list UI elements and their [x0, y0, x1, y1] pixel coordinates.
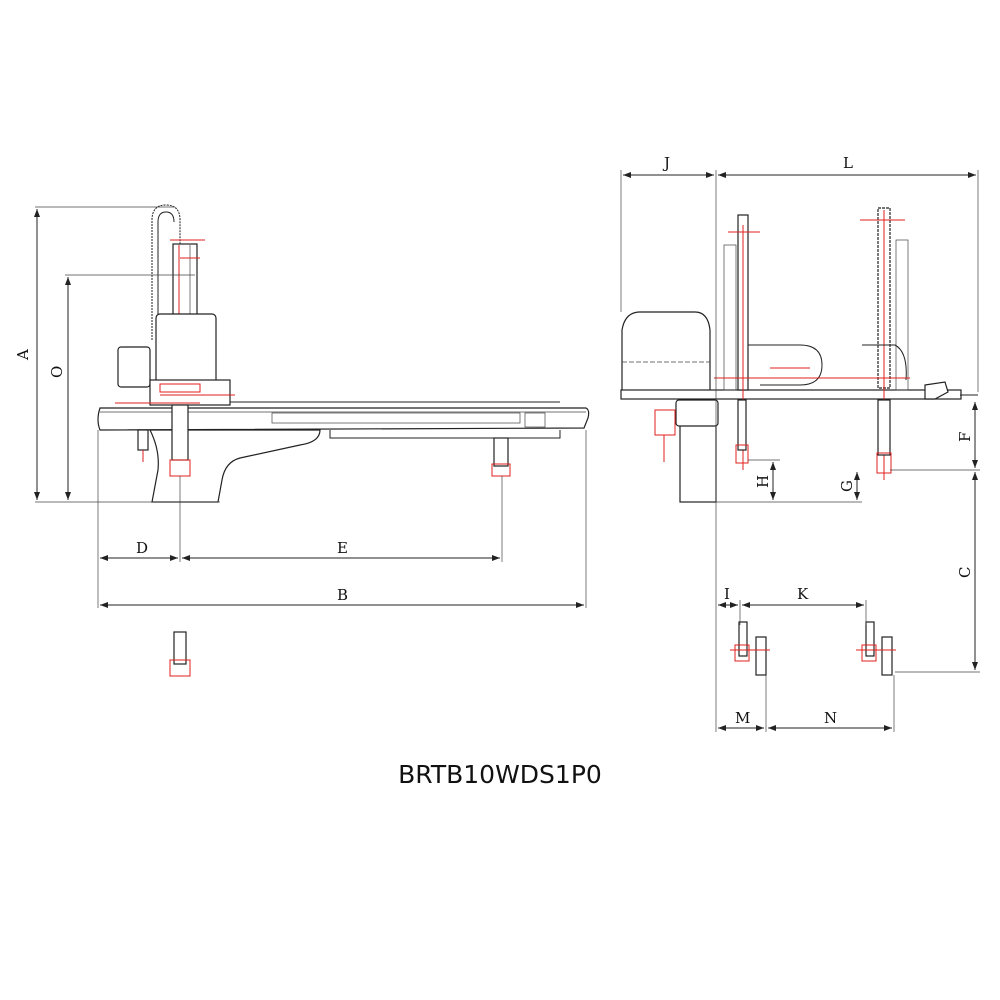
dim-label-c: C — [956, 567, 974, 578]
dim-label-i: I — [724, 585, 730, 603]
dim-label-f: F — [956, 432, 974, 442]
dim-label-k: K — [797, 585, 809, 603]
side-view-dimensions: A O D E B — [14, 206, 587, 608]
dim-label-h: H — [754, 475, 772, 488]
dim-label-j: J — [662, 154, 670, 172]
dim-label-g: G — [838, 480, 856, 492]
side-view — [97, 204, 590, 677]
dim-label-o: O — [48, 366, 66, 378]
dim-label-e: E — [337, 539, 348, 557]
dim-label-b: B — [337, 586, 348, 604]
dim-label-a: A — [14, 349, 32, 361]
front-view-dimensions: J L F C H G I K M N — [620, 154, 980, 732]
model-title: BRTB10WDS1P0 — [398, 760, 602, 789]
dim-label-m: M — [735, 709, 750, 727]
dim-label-n: N — [824, 709, 837, 727]
dim-label-d: D — [136, 539, 148, 557]
front-view — [620, 207, 978, 676]
dim-label-l: L — [843, 154, 853, 172]
